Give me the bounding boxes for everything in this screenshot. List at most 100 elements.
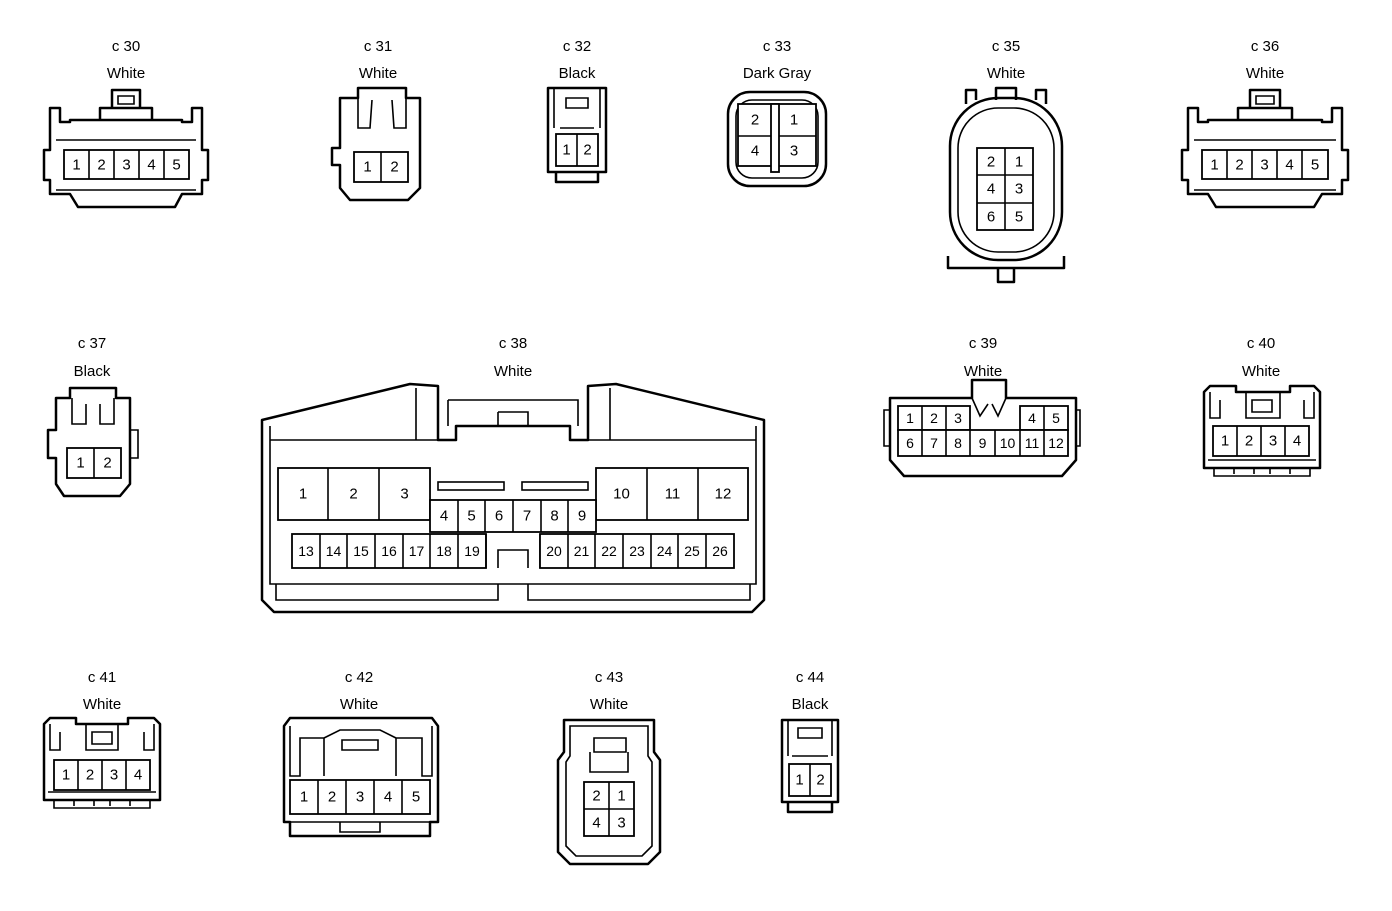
pin-label: 3 [400, 486, 408, 503]
connector-code: c 32 [563, 38, 591, 55]
pin-label: 1 [790, 112, 798, 129]
pin-label: 2 [1245, 433, 1253, 450]
connector-color: White [590, 696, 628, 713]
pin-label: 3 [617, 815, 625, 832]
pin-label: 24 [657, 543, 673, 559]
pin-housing-right [595, 467, 749, 521]
pin-label: 4 [1028, 410, 1036, 426]
connector-color: Black [74, 363, 111, 380]
pin-label: 2 [97, 157, 105, 174]
pin-label: 14 [326, 543, 342, 559]
pin-label: 21 [574, 543, 590, 559]
pin-label: 2 [930, 410, 938, 426]
pin-label: 1 [1210, 157, 1218, 174]
pin-label: 4 [987, 181, 995, 198]
pin-label: 2 [592, 788, 600, 805]
pin-label: 3 [1260, 157, 1268, 174]
pin-label: 17 [409, 543, 425, 559]
pin-label: 11 [665, 486, 681, 503]
pin-label: 3 [954, 410, 962, 426]
pin-label: 7 [930, 435, 938, 451]
pin-label: 4 [147, 157, 155, 174]
connector-c41: c 41 White 1 2 3 4 [42, 669, 162, 809]
pin-label: 1 [562, 142, 570, 159]
connector-code: c 35 [992, 38, 1020, 55]
connector-c38: c 38 White 1 2 3 10 11 12 4 5 6 7 8 9 [260, 335, 766, 614]
pin-label: 10 [613, 486, 630, 503]
connector-code: c 31 [364, 38, 392, 55]
connector-code: c 44 [796, 669, 824, 686]
pin-label: 12 [715, 486, 732, 503]
pin-label: 2 [86, 767, 94, 784]
connector-code: c 38 [499, 335, 527, 352]
pin-label: 2 [390, 159, 398, 176]
pin-label: 8 [954, 435, 962, 451]
pin-label: 1 [906, 410, 914, 426]
connector-color: Black [559, 65, 596, 82]
connector-c36: c 36 White 1 2 3 4 5 [1180, 38, 1350, 209]
pin-label: 1 [300, 789, 308, 806]
connector-color: White [964, 363, 1002, 380]
pin-housing-bottom [897, 429, 1069, 457]
pin-label: 3 [1015, 181, 1023, 198]
pin-housing [289, 779, 431, 815]
pin-label: 9 [578, 508, 586, 525]
pin-label: 5 [1015, 209, 1023, 226]
connector-color: Dark Gray [743, 65, 812, 82]
connector-color: White [359, 65, 397, 82]
pin-label: 13 [298, 543, 314, 559]
pin-label: 2 [583, 142, 591, 159]
pin-label: 5 [1052, 410, 1060, 426]
pin-label: 5 [467, 508, 475, 525]
pin-label: 4 [440, 508, 448, 525]
connector-code: c 42 [345, 669, 373, 686]
pin-label: 2 [103, 455, 111, 472]
pin-label: 6 [987, 209, 995, 226]
pin-label: 3 [122, 157, 130, 174]
pin-label: 2 [1235, 157, 1243, 174]
pin-housing-left [277, 467, 431, 521]
pin-label: 6 [906, 435, 914, 451]
connector-c37: c 37 Black 1 2 [46, 335, 139, 498]
connector-color: White [494, 363, 532, 380]
pin-label: 3 [790, 143, 798, 160]
pin-label: 25 [684, 543, 700, 559]
connector-color: White [107, 65, 145, 82]
connector-color: Black [792, 696, 829, 713]
pin-label: 26 [712, 543, 728, 559]
connector-c32: c 32 Black 1 2 [546, 38, 608, 184]
pin-label: 3 [110, 767, 118, 784]
pin-label: 3 [356, 789, 364, 806]
connector-color: White [83, 696, 121, 713]
connector-c44: c 44 Black 1 2 [780, 669, 840, 814]
connector-c39: c 39 White 1 2 3 4 5 6 7 8 9 10 11 12 [883, 335, 1081, 478]
pin-label: 5 [1311, 157, 1319, 174]
connector-code: c 37 [78, 335, 106, 352]
pin-label: 5 [412, 789, 420, 806]
pin-label: 10 [1000, 435, 1016, 451]
pin-label: 2 [349, 486, 357, 503]
pin-label: 12 [1048, 435, 1064, 451]
pin-label: 20 [546, 543, 562, 559]
pin-label: 2 [751, 112, 759, 129]
connector-code: c 39 [969, 335, 997, 352]
pin-label: 1 [62, 767, 70, 784]
pin-label: 16 [381, 543, 397, 559]
pin-label: 7 [523, 508, 531, 525]
pin-label: 5 [172, 157, 180, 174]
pin-label: 18 [436, 543, 452, 559]
pin-label: 1 [299, 486, 307, 503]
pin-label: 15 [353, 543, 369, 559]
pin-housing-top-left [897, 405, 971, 431]
pin-label: 3 [1269, 433, 1277, 450]
pin-label: 19 [464, 543, 480, 559]
connector-code: c 30 [112, 38, 140, 55]
connector-color: White [1246, 65, 1284, 82]
connector-code: c 43 [595, 669, 623, 686]
pin-housing-bottom-right [539, 533, 735, 569]
connector-c30: c 30 White 1 2 3 4 5 [42, 38, 210, 209]
pin-label: 4 [751, 143, 759, 160]
pin-label: 2 [816, 772, 824, 789]
pin-label: 4 [1293, 433, 1301, 450]
pin-label: 1 [76, 455, 84, 472]
